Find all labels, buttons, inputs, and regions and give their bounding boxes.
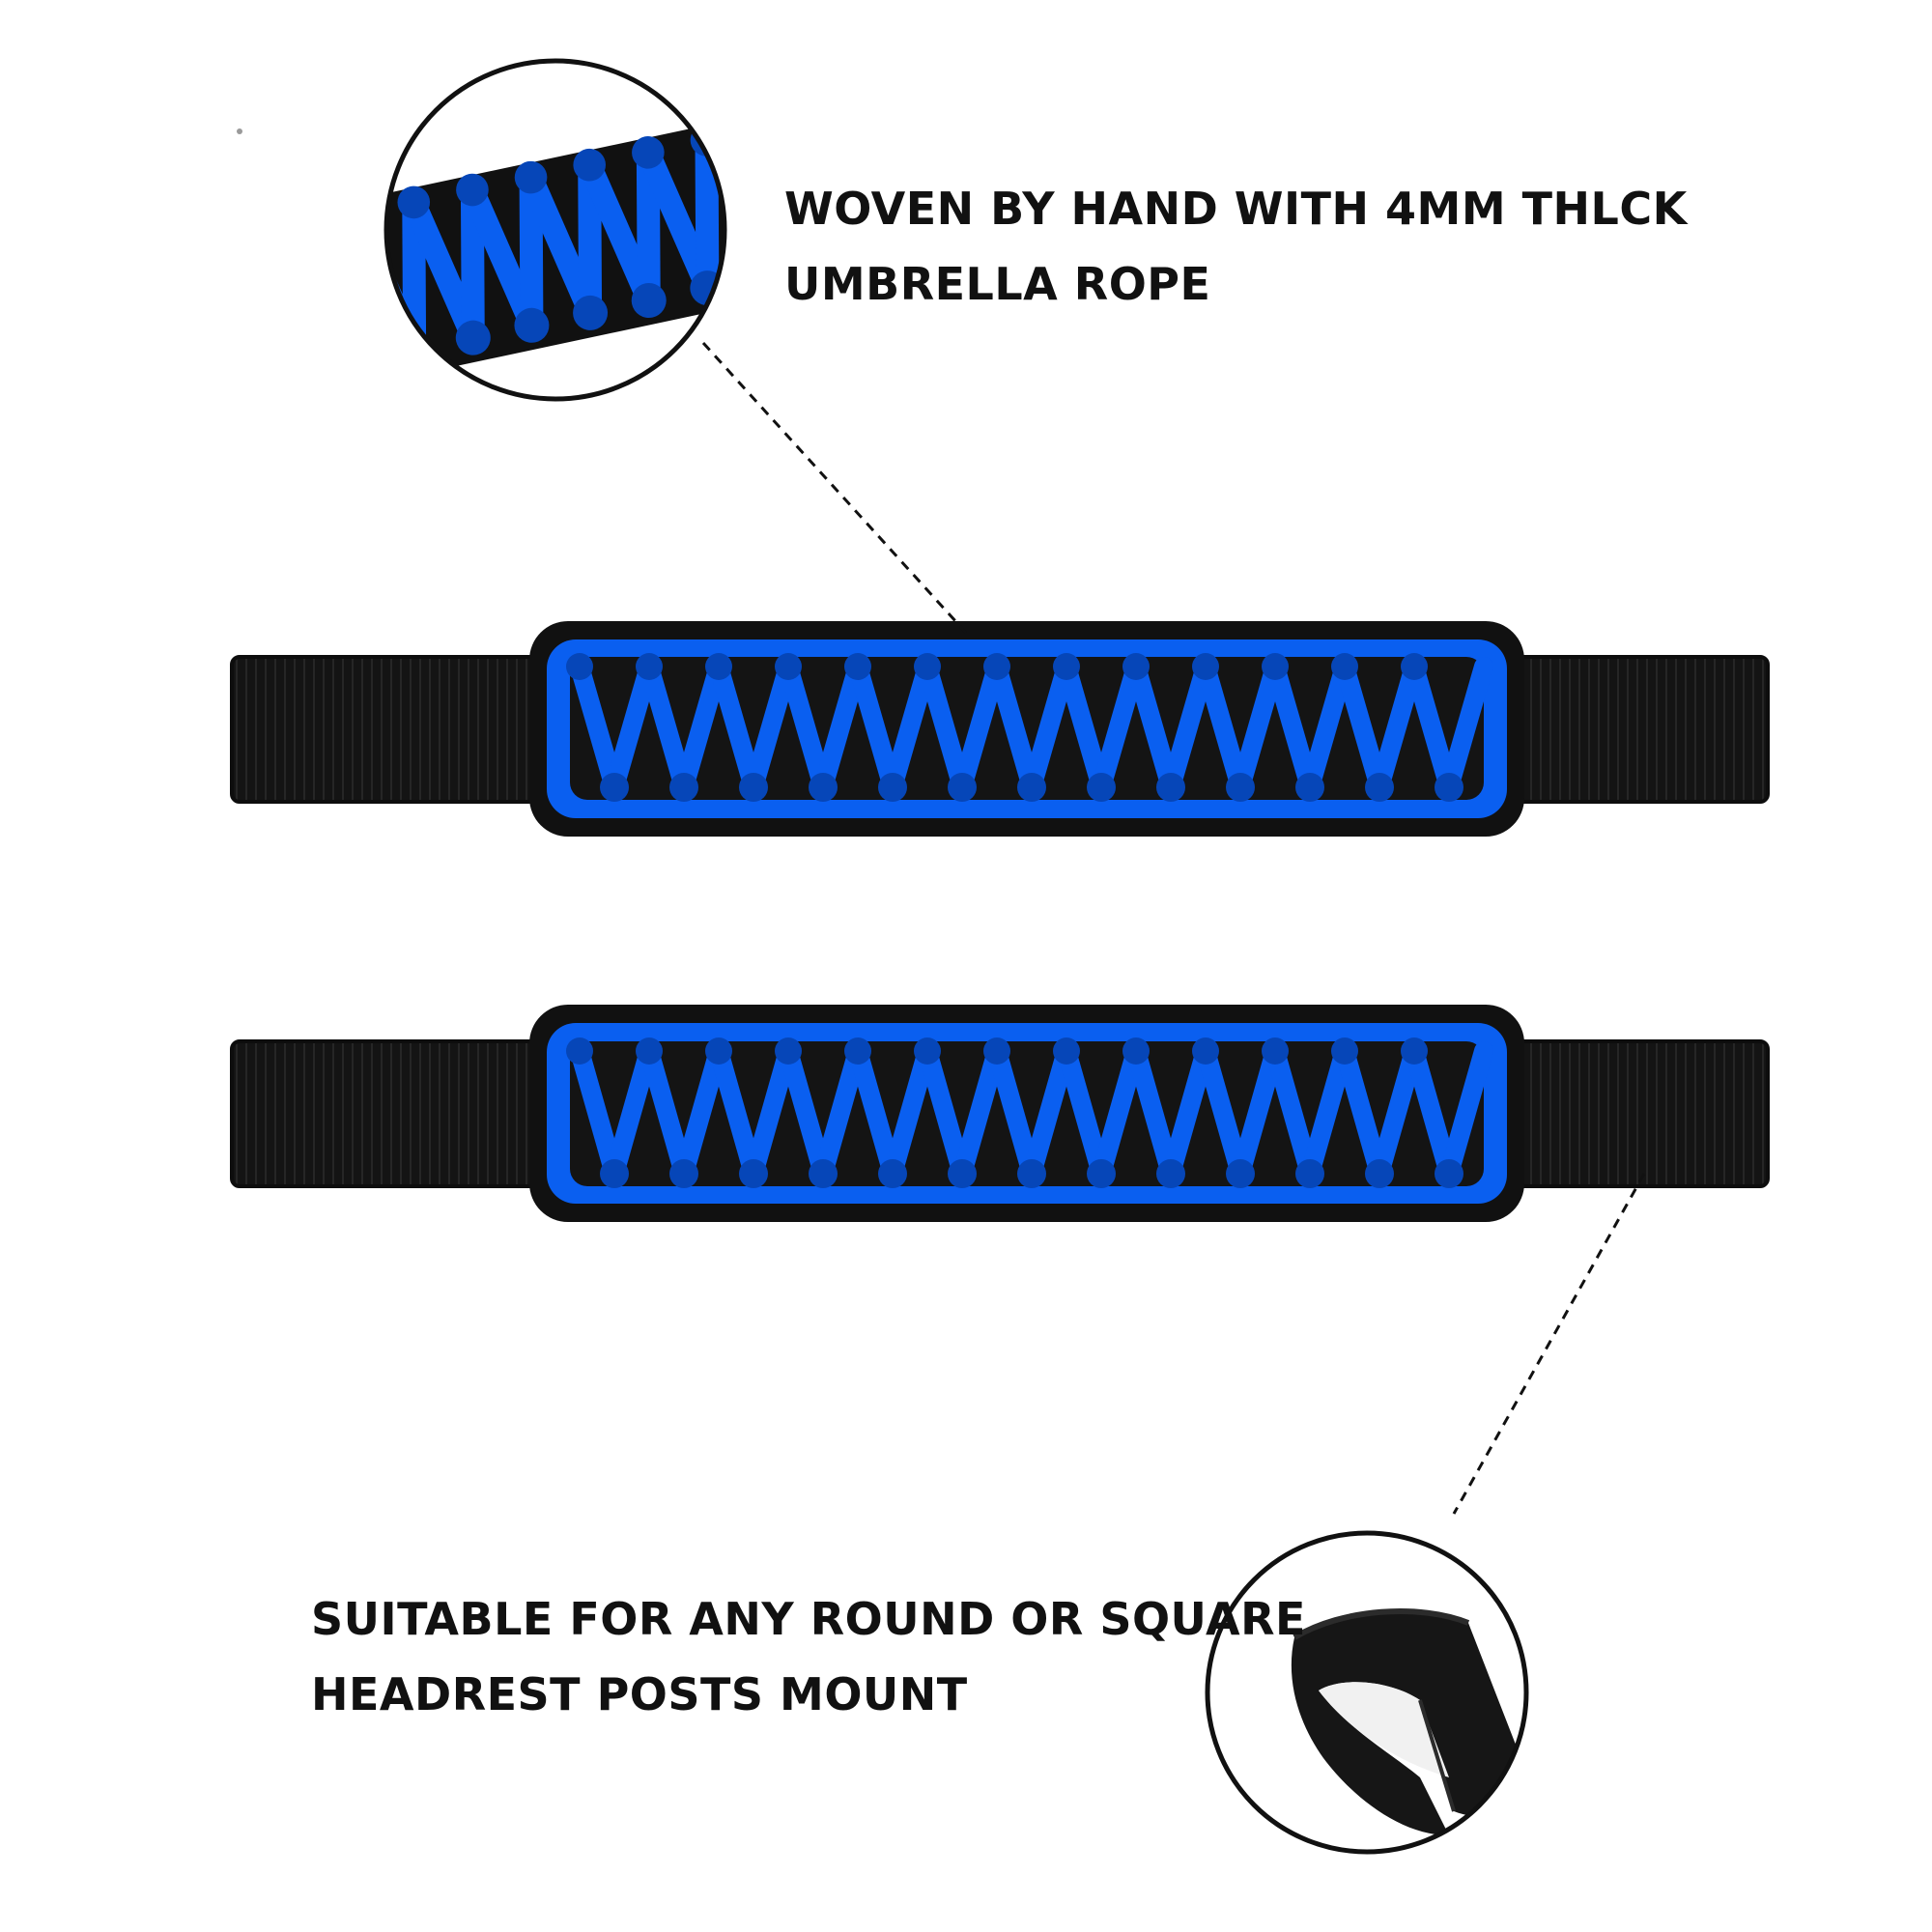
- zoom-circle-bottom: [1205, 1530, 1529, 1855]
- callout-bottom-line-1: SUITABLE FOR ANY ROUND OR SQUARE: [311, 1593, 1306, 1645]
- weave-pattern-top: [566, 653, 1493, 802]
- leader-line-bottom: [1452, 1173, 1646, 1515]
- strap-loop-detail-icon: [1291, 1608, 1526, 1835]
- weave-pattern-bottom: [566, 1037, 1493, 1188]
- callout-bottom-line-2: HEADREST POSTS MOUNT: [311, 1668, 968, 1720]
- zoom-circle-top: [384, 58, 727, 402]
- callout-bottom-text: SUITABLE FOR ANY ROUND OR SQUARE HEADRES…: [311, 1581, 1306, 1732]
- background-dot: [237, 128, 242, 134]
- leader-line-top: [701, 341, 968, 635]
- grab-handle-top: [230, 621, 1770, 837]
- callout-top-text: WOVEN BY HAND WITH 4MM THLCK UMBRELLA RO…: [784, 171, 1688, 322]
- callout-top-line-1: WOVEN BY HAND WITH 4MM THLCK: [784, 183, 1688, 235]
- callout-top-line-2: UMBRELLA ROPE: [784, 258, 1211, 310]
- grab-handle-bottom: [230, 1005, 1770, 1222]
